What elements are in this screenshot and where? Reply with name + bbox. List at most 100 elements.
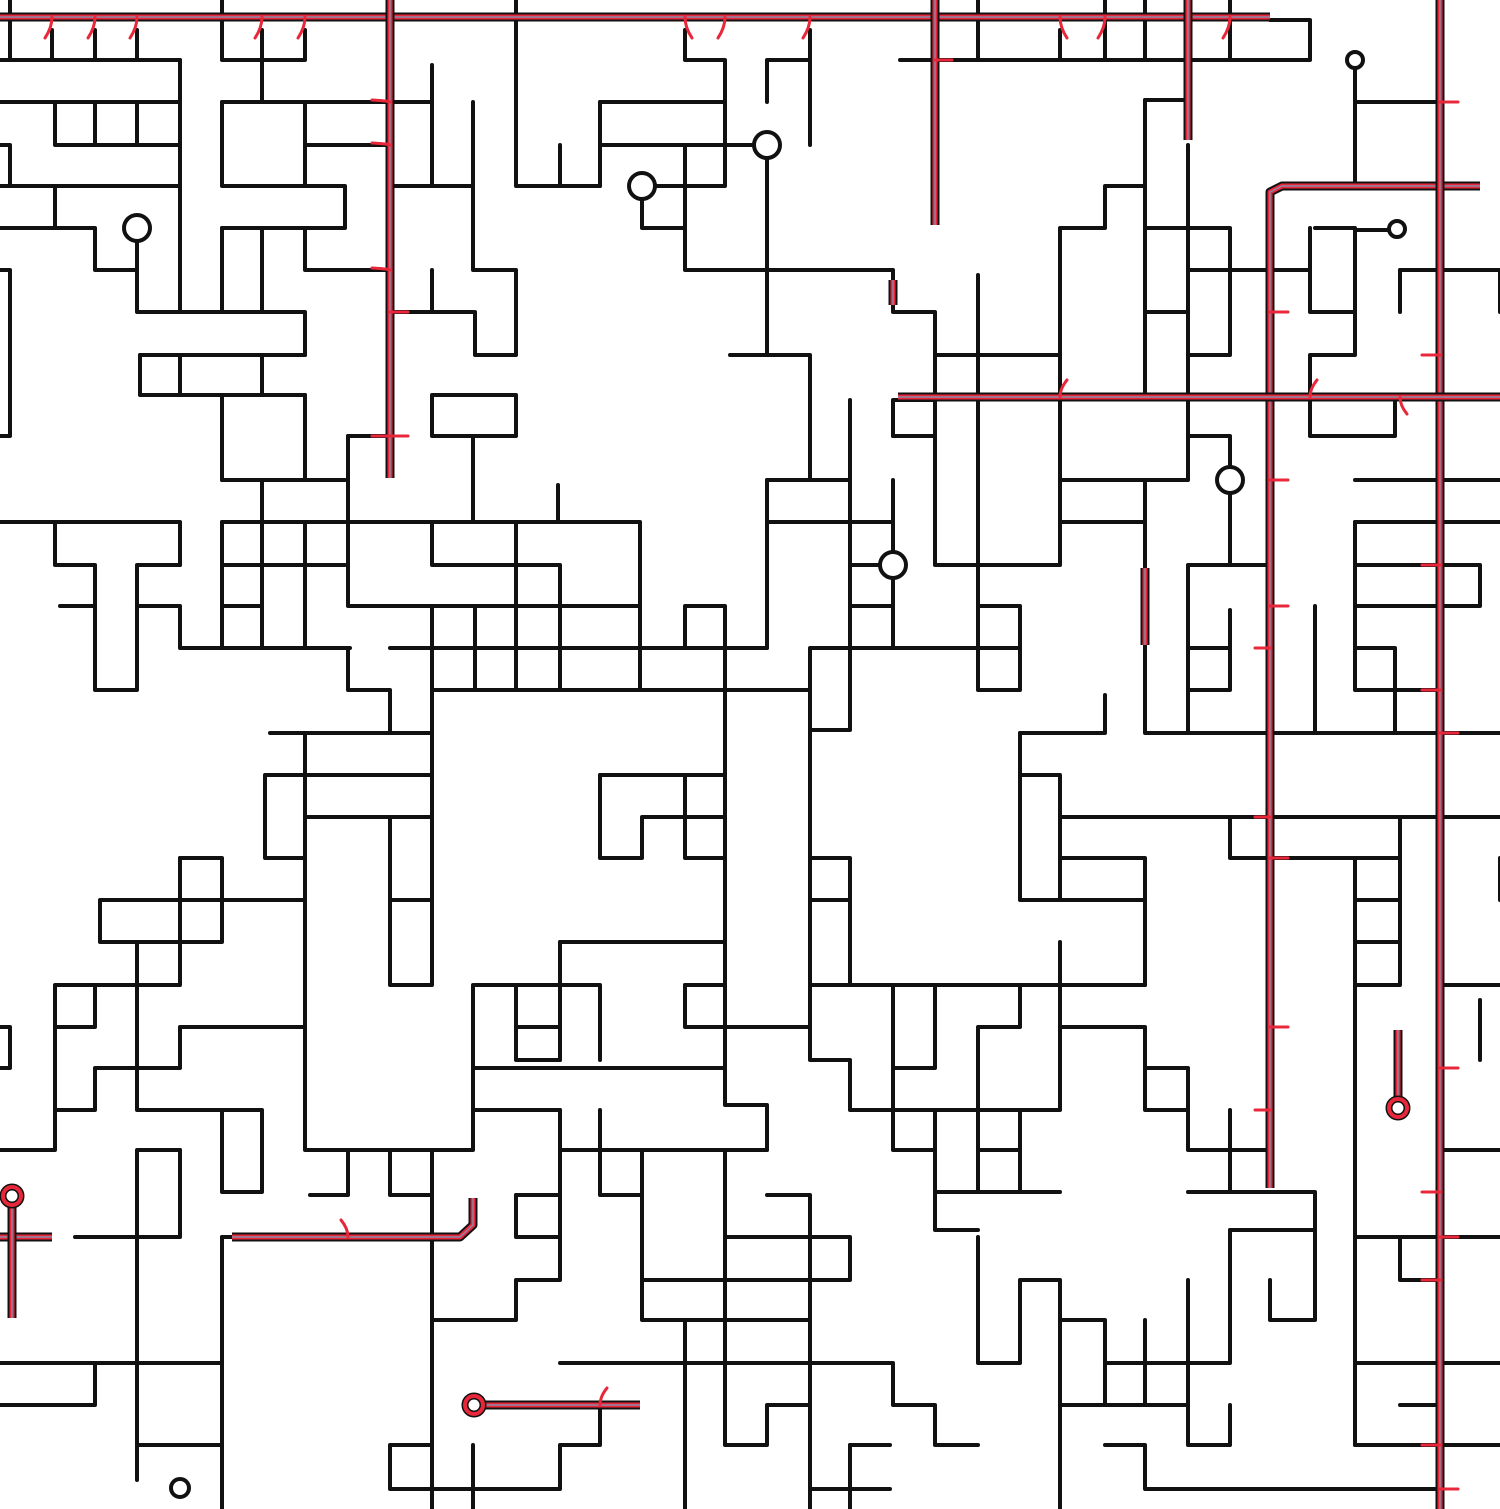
track-segment (388, 1403, 602, 1491)
track-segment (220, 393, 347, 482)
route-switch (1058, 15, 1069, 40)
track-segment (598, 773, 727, 860)
track-segment (976, 1066, 1022, 1194)
track-segment (53, 100, 182, 147)
track-segment (891, 940, 1062, 1112)
track-segment (220, 58, 264, 104)
track-segment (53, 983, 97, 1029)
track-segment (0, 268, 12, 438)
track-segment (723, 646, 769, 1152)
track-segment (976, 1235, 1062, 1509)
track-segment (0, 143, 12, 188)
track-segment (1058, 856, 1147, 987)
track-segment (765, 58, 812, 147)
track-segment (471, 100, 518, 357)
track-segment (765, 1193, 812, 1407)
track-segment (1143, 143, 1272, 735)
route-switch (716, 15, 727, 40)
track-segment (303, 226, 392, 272)
terminal-loop-highlight (463, 1394, 485, 1416)
track-segment (135, 1148, 182, 1482)
highlighted-route (1267, 183, 1480, 1188)
track-segment (683, 604, 727, 650)
track-segment (1353, 563, 1482, 608)
track-segment (1353, 520, 1442, 692)
track-segment (53, 520, 182, 692)
track-segment (135, 604, 352, 650)
track-segment (135, 1025, 307, 1070)
station-node (752, 130, 782, 160)
track-segment (891, 398, 937, 438)
track-segment (263, 731, 307, 860)
route-switch (683, 15, 694, 40)
terminal-loop (1345, 50, 1365, 70)
route-switch (1308, 378, 1319, 399)
track-segment (1308, 226, 1357, 314)
track-segment (346, 646, 392, 735)
track-segment (558, 1361, 980, 1447)
route-switch (86, 15, 97, 40)
track-segment (765, 478, 895, 524)
track-segment (1058, 1318, 1107, 1407)
track-segment (1058, 184, 1147, 402)
track-segment (933, 1108, 980, 1194)
track-segment (178, 856, 224, 902)
track-segment (303, 815, 434, 902)
track-segment (640, 1148, 812, 1322)
track-segment (728, 353, 812, 482)
track-segment (388, 604, 769, 650)
route-switch (370, 141, 392, 147)
track-segment (1308, 393, 1397, 438)
track-segment (1186, 1190, 1317, 1232)
track-segment (1398, 268, 1500, 314)
track-segment (430, 63, 475, 188)
track-segment (1103, 1443, 1442, 1491)
terminal-loop-highlight (1387, 1097, 1409, 1119)
track-segment (430, 268, 475, 314)
track-segment (1353, 856, 1402, 987)
track-segment (0, 1025, 12, 1070)
track-segment (640, 1235, 852, 1282)
track-segment (430, 520, 562, 692)
track-segment (473, 983, 602, 1062)
track-segment (135, 940, 264, 1194)
track-segment (808, 856, 852, 902)
track-segment (514, 0, 602, 188)
track-segment (683, 983, 812, 1029)
track-segment (50, 58, 182, 102)
track-segment (346, 434, 434, 608)
station-node (1215, 465, 1245, 495)
track-segment (933, 398, 1062, 567)
track-segment (976, 983, 1022, 1152)
track-segment (0, 520, 182, 567)
track-segment (891, 398, 937, 438)
track-segment (723, 1148, 812, 1509)
track-segment (1018, 693, 1107, 735)
route-switch (1096, 15, 1107, 40)
track-segment (308, 1148, 350, 1197)
route-switch (801, 15, 812, 40)
track-segment (0, 1361, 97, 1407)
track-segment (1308, 310, 1357, 397)
track-segment (0, 856, 182, 1152)
highlighted-route-outline (232, 1198, 478, 1242)
track-segment (1353, 1235, 1500, 1365)
track-segment (430, 393, 518, 438)
track-segment (388, 1148, 434, 1197)
route-switch (296, 15, 307, 40)
station-layer (0, 50, 1411, 1499)
route-switch (339, 1218, 350, 1239)
track-segment (388, 688, 434, 987)
track-segment (0, 28, 54, 62)
route-switch (370, 266, 392, 272)
track-segment (808, 688, 895, 1112)
route-switch (1058, 378, 1069, 399)
track-segment (1143, 226, 1232, 272)
station-node (627, 171, 657, 201)
track-segment (1103, 1361, 1232, 1447)
track-segment (1186, 268, 1232, 357)
track-segment (0, 226, 139, 272)
